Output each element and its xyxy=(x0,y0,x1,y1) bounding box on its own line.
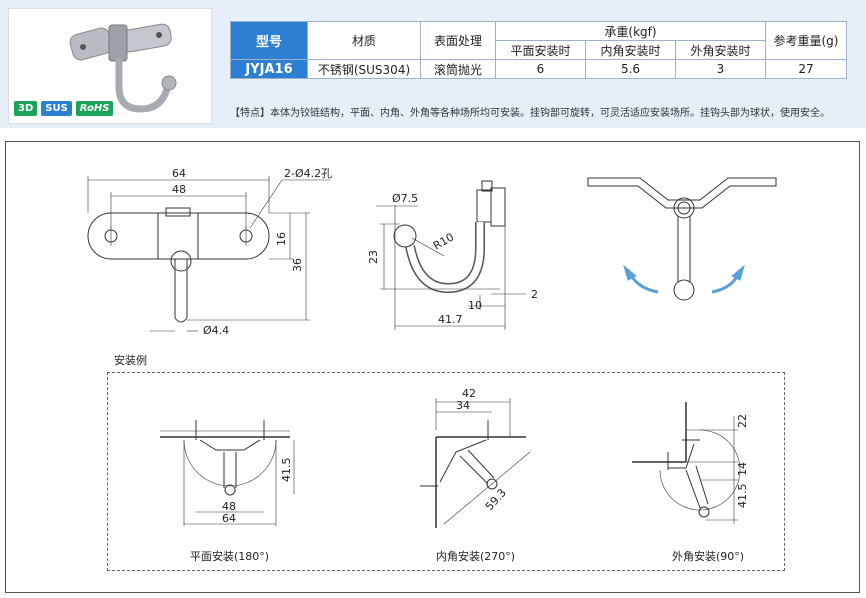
dim-10: 10 xyxy=(468,299,482,312)
th-material: 材质 xyxy=(307,21,421,60)
cell-finish: 滚筒抛光 xyxy=(420,59,496,79)
cell-material: 不锈钢(SUS304) xyxy=(307,59,421,79)
dim-16: 16 xyxy=(275,232,288,246)
flat-dim-64: 64 xyxy=(222,512,236,525)
inner-install-label: 内角安装(270°) xyxy=(436,550,516,563)
th-outer: 外角安装时 xyxy=(675,40,766,60)
side-view xyxy=(376,180,526,330)
cert-badges: 3D SUS RoHS xyxy=(14,101,114,116)
flat-dim-48: 48 xyxy=(222,500,236,513)
outer-dim-415: 41.5 xyxy=(736,483,749,509)
badge-rohs: RoHS xyxy=(75,101,114,116)
outer-dim-22: 22 xyxy=(736,414,749,428)
dim-d75: Ø7.5 xyxy=(392,192,419,205)
install-examples-box xyxy=(107,372,785,571)
cell-model: JYJA16 xyxy=(230,59,308,79)
dim-64: 64 xyxy=(172,167,186,180)
badge-sus: SUS xyxy=(41,101,72,116)
dim-d44: Ø4.4 xyxy=(203,324,230,337)
th-weight: 参考重量(g) xyxy=(765,21,847,60)
hook-photo-image xyxy=(69,23,177,113)
install-title: 安装例 xyxy=(114,354,147,367)
dim-36: 36 xyxy=(291,258,304,272)
drawing-frame xyxy=(5,141,860,593)
flat-install xyxy=(160,420,295,526)
dim-417: 41.7 xyxy=(438,313,463,326)
front-view xyxy=(587,177,777,301)
spec-table: 型号 材质 表面处理 承重(kgf) 参考重量(g) 平面安装时 内角安装时 外… xyxy=(230,21,847,79)
th-load: 承重(kgf) xyxy=(495,21,766,41)
th-finish: 表面处理 xyxy=(420,21,496,60)
flat-dim-415: 41.5 xyxy=(280,457,293,483)
dim-hole: 2-Ø4.2孔 xyxy=(284,167,333,180)
inner-dim-42: 42 xyxy=(462,387,476,400)
top-view xyxy=(87,176,330,332)
cell-inner: 5.6 xyxy=(585,59,676,79)
inner-install xyxy=(420,398,531,528)
dim-2: 2 xyxy=(531,288,538,301)
feature-note: 【特点】本体为铰链结构，平面、内角、外角等各种场所均可安装。挂钩部可旋转，可灵活… xyxy=(230,108,830,119)
cell-flat: 6 xyxy=(495,59,586,79)
outer-install xyxy=(632,402,741,524)
badge-3d: 3D xyxy=(14,101,38,116)
flat-install-label: 平面安装(180°) xyxy=(190,550,270,563)
dim-23: 23 xyxy=(367,250,380,264)
outer-dim-14: 14 xyxy=(736,462,749,476)
outer-install-label: 外角安装(90°) xyxy=(672,550,745,563)
cell-weight: 27 xyxy=(765,59,847,79)
inner-dim-34: 34 xyxy=(456,399,470,412)
dim-48: 48 xyxy=(172,183,186,196)
th-inner: 内角安装时 xyxy=(585,40,676,60)
